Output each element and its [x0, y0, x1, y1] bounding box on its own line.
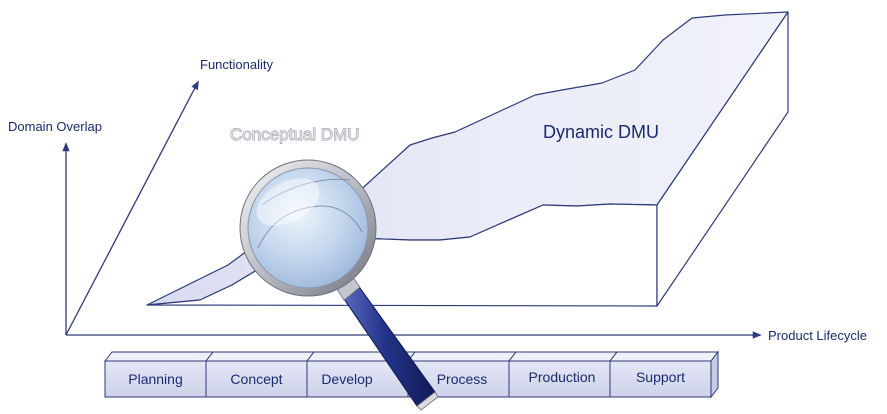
stage-block-production: Production — [507, 351, 619, 398]
stage-label-concept: Concept — [230, 371, 282, 387]
stage-block-planning: Planning — [103, 351, 215, 398]
dmu-side-face — [656, 11, 789, 307]
domain-overlap-label: Domain Overlap — [8, 119, 102, 134]
stage-block-support: Support — [608, 350, 720, 399]
stage-block-concept: Concept — [204, 351, 316, 398]
magnifier-handle — [335, 275, 439, 411]
stage-label-planning: Planning — [128, 371, 183, 387]
lens-highlight — [256, 178, 320, 226]
axes — [62, 80, 762, 339]
magnifier-lens — [247, 167, 369, 289]
functionality-axis — [65, 80, 199, 336]
dynamic-dmu-label: Dynamic DMU — [543, 122, 659, 142]
stage-label-production: Production — [529, 369, 596, 385]
product-lifecycle-label: Product Lifecycle — [768, 328, 867, 343]
stage-label-support: Support — [636, 369, 685, 385]
stage-label-process: Process — [437, 371, 488, 387]
stage-label-develop: Develop — [321, 371, 373, 387]
magnifying-glass-icon — [239, 159, 439, 411]
magnified-contour — [257, 178, 363, 249]
conceptual-dmu-label: Conceptual DMU — [230, 125, 359, 144]
functionality-label: Functionality — [200, 57, 273, 72]
